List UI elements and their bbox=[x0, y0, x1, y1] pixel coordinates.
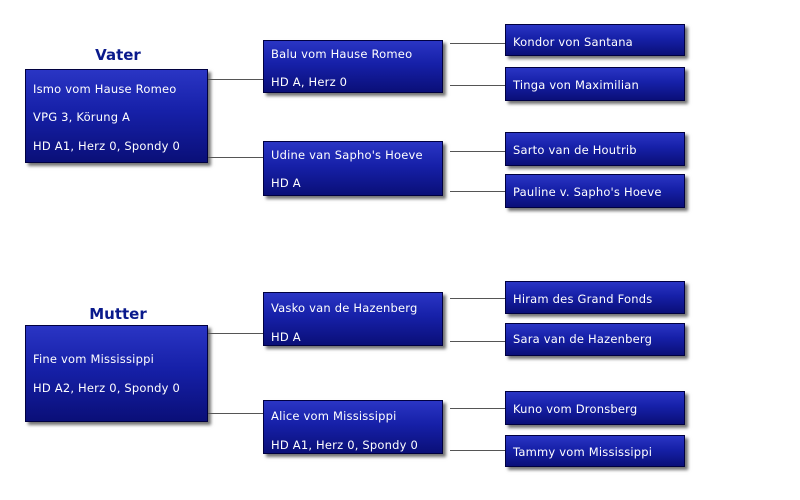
dam-mf-name: Kuno vom Dronsberg bbox=[513, 402, 638, 416]
sire-ff-box: Kondor von Santana bbox=[505, 24, 685, 56]
dam-father-box: Vasko van de Hazenberg HD A bbox=[263, 292, 443, 346]
dam-mm-box: Tammy vom Mississippi bbox=[505, 435, 685, 467]
sire-father-herz: , Herz 0 bbox=[300, 75, 348, 89]
sire-mother-box: Udine van Sapho's Hoeve HD A bbox=[263, 141, 443, 196]
sire-fm-name: Tinga von Maximilian bbox=[513, 78, 640, 92]
connector bbox=[450, 298, 505, 299]
connector bbox=[450, 450, 505, 451]
sire-mother-info: HD A bbox=[271, 176, 301, 190]
connector bbox=[450, 151, 505, 152]
dam-ff-box: Hiram des Grand Fonds bbox=[505, 281, 685, 314]
sire-heading: Vater bbox=[95, 46, 141, 64]
connector bbox=[450, 191, 505, 192]
sire-titles: VPG 3, Körung A bbox=[33, 110, 131, 124]
dam-mother-box: Alice vom Mississippi HD A1, Herz 0, Spo… bbox=[263, 400, 443, 454]
sire-father-info: HD A, Herz 0 bbox=[271, 75, 347, 89]
dam-mf-box: Kuno vom Dronsberg bbox=[505, 391, 685, 425]
sire-father-box: Balu vom Hause Romeo HD A, Herz 0 bbox=[263, 40, 443, 93]
sire-mf-box: Sarto van de Houtrib bbox=[505, 132, 685, 166]
sire-father-hd: HD A bbox=[271, 75, 301, 89]
dam-box: Fine vom Mississippi HD A2, Herz 0, Spon… bbox=[25, 325, 208, 422]
dam-father-name: Vasko van de Hazenberg bbox=[271, 301, 418, 315]
sire-mother-name: Udine van Sapho's Hoeve bbox=[271, 148, 423, 162]
sire-mf-name: Sarto van de Houtrib bbox=[513, 143, 637, 157]
sire-fm-box: Tinga von Maximilian bbox=[505, 67, 685, 101]
connector bbox=[450, 408, 505, 409]
sire-father-name: Balu vom Hause Romeo bbox=[271, 47, 413, 61]
dam-fm-name: Sara van de Hazenberg bbox=[513, 332, 653, 346]
connector bbox=[450, 341, 505, 342]
dam-mother-name: Alice vom Mississippi bbox=[271, 409, 397, 423]
dam-ff-name: Hiram des Grand Fonds bbox=[513, 292, 653, 306]
dam-mm-name: Tammy vom Mississippi bbox=[513, 445, 653, 459]
dam-mother-info: HD A1, Herz 0, Spondy 0 bbox=[271, 438, 419, 452]
connector bbox=[208, 333, 263, 334]
dam-father-info: HD A bbox=[271, 330, 301, 344]
connector bbox=[450, 85, 505, 86]
connector bbox=[450, 43, 505, 44]
connector bbox=[208, 413, 263, 414]
dam-fm-box: Sara van de Hazenberg bbox=[505, 323, 685, 356]
dam-name: Fine vom Mississippi bbox=[33, 352, 154, 366]
dam-heading: Mutter bbox=[89, 305, 147, 323]
sire-health: HD A1, Herz 0, Spondy 0 bbox=[33, 139, 181, 153]
sire-mm-name: Pauline v. Sapho's Hoeve bbox=[513, 185, 662, 199]
connector bbox=[208, 157, 263, 158]
sire-mm-box: Pauline v. Sapho's Hoeve bbox=[505, 174, 685, 208]
sire-box: Ismo vom Hause Romeo VPG 3, Körung A HD … bbox=[25, 69, 208, 163]
sire-name: Ismo vom Hause Romeo bbox=[33, 82, 177, 96]
sire-ff-name: Kondor von Santana bbox=[513, 35, 633, 49]
dam-health: HD A2, Herz 0, Spondy 0 bbox=[33, 381, 181, 395]
connector bbox=[208, 79, 263, 80]
